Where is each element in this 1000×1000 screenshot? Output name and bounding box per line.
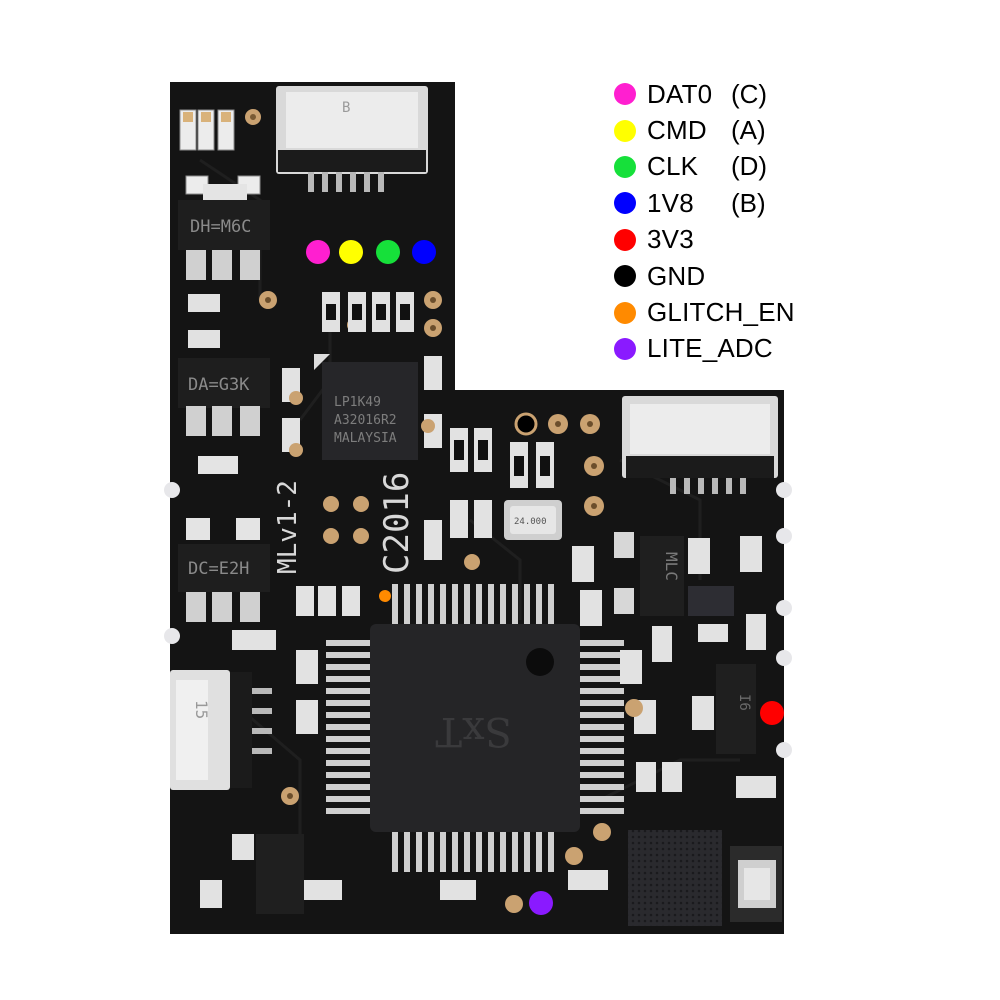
svg-text:DH=M6C: DH=M6C [190, 217, 251, 237]
legend-alias: (D) [731, 151, 768, 182]
1v8-pin-dot [412, 240, 436, 264]
regulator-2: DA=G3K [178, 358, 270, 474]
legend-label: DAT0 [647, 78, 713, 109]
main-mcu: SxT [326, 584, 624, 872]
legend-item-gnd: GND [614, 258, 854, 294]
side-ic: MLC [614, 532, 734, 642]
crystal-oscillator: 24.000 [504, 500, 562, 540]
legend-label: GLITCH_EN [647, 297, 795, 328]
dat0-pin-dot [306, 240, 330, 264]
legend-item-lite-adc: LITE_ADC [614, 331, 854, 367]
svg-text:DC=E2H: DC=E2H [188, 559, 249, 579]
lite-adc-pin-dot [529, 891, 553, 915]
svg-text:MLC: MLC [662, 552, 681, 581]
clk-pin-dot [376, 240, 400, 264]
regulator-1: DH=M6C [178, 184, 270, 280]
legend-item-1v8: 1V8 (B) [614, 185, 854, 221]
legend-alias: (A) [731, 115, 766, 146]
legend-item-clk: CLK (D) [614, 149, 854, 185]
svg-text:24.000: 24.000 [514, 517, 547, 527]
svg-text:15: 15 [192, 700, 211, 719]
legend-item-3v3: 3V3 [614, 222, 854, 258]
legend-item-cmd: CMD (A) [614, 112, 854, 148]
svg-text:MALAYSIA: MALAYSIA [334, 431, 397, 446]
legend-label: CMD [647, 115, 707, 146]
top-connector-mark: B [342, 100, 350, 116]
qfn-chip [628, 830, 722, 926]
clk-color-dot [614, 155, 636, 178]
top-fpc-connector: B [276, 86, 428, 192]
legend-label: LITE_ADC [647, 333, 773, 364]
legend-item-glitch-en: GLITCH_EN [614, 294, 854, 330]
dat0-color-dot [614, 83, 636, 106]
1v8-color-dot [614, 192, 636, 215]
glitch-en-pin-dot [379, 590, 391, 602]
legend-alias: (B) [731, 187, 766, 218]
regulator-3: DC=E2H [178, 518, 270, 622]
legend-item-dat0: DAT0 (C) [614, 76, 854, 112]
mcu-marking: SxT [435, 708, 512, 754]
flash-chip: LP1K49 A32016R2 MALAYSIA [314, 354, 418, 460]
svg-text:DA=G3K: DA=G3K [188, 375, 250, 395]
left-fpc-connector: 15 [170, 670, 272, 790]
board-version-label: MLv1-2 [273, 480, 303, 574]
lite-adc-color-dot [614, 337, 636, 360]
right-fpc-connector [622, 396, 778, 494]
board-year-label: C2016 [377, 472, 417, 574]
svg-text:I6: I6 [736, 694, 752, 711]
glitch-en-color-dot [614, 301, 636, 324]
3v3-color-dot [614, 228, 636, 251]
cmd-pin-dot [339, 240, 363, 264]
legend-label: CLK [647, 151, 699, 182]
pinout-dots-top [306, 240, 436, 264]
legend-label: 3V3 [647, 224, 694, 255]
svg-text:A32016R2: A32016R2 [334, 413, 397, 428]
legend-alias: (C) [731, 78, 768, 109]
legend-label: GND [647, 260, 706, 291]
status-led [730, 846, 782, 922]
cmd-color-dot [614, 119, 636, 142]
legend-label: 1V8 [647, 187, 694, 218]
gnd-color-dot [614, 265, 636, 288]
3v3-pin-dot [760, 701, 784, 725]
svg-text:LP1K49: LP1K49 [334, 395, 381, 410]
pinout-legend: DAT0 (C) CMD (A) CLK (D) 1V8 (B) 3V3 GND [614, 76, 854, 367]
